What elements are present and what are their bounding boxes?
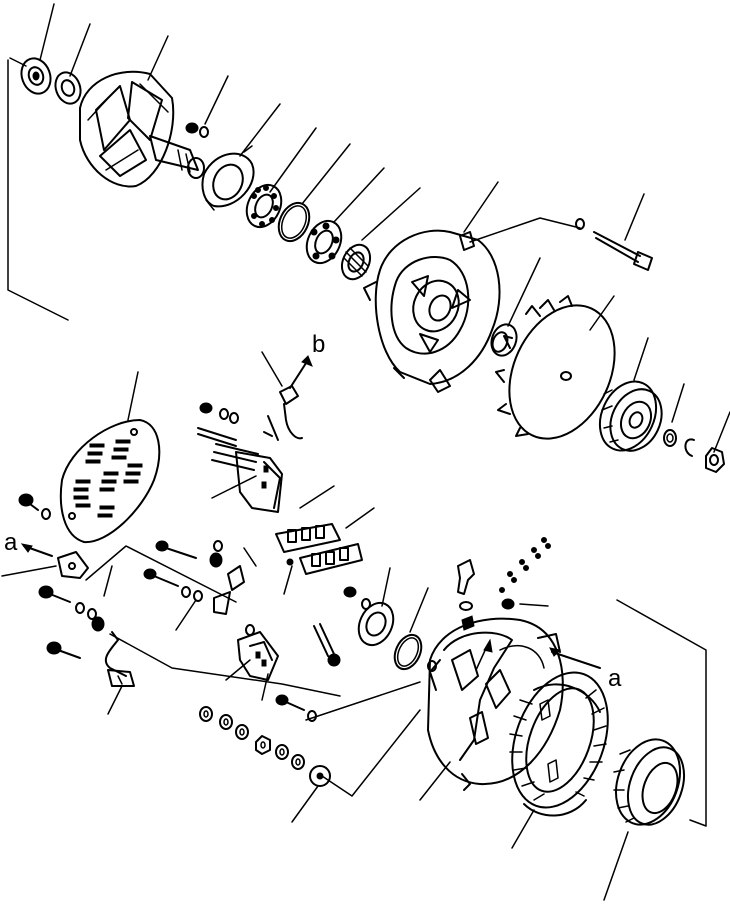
- spacer-bearing-part: [340, 243, 372, 281]
- terminal-screws-part: [197, 402, 239, 447]
- rectifier-block-part: [275, 523, 341, 566]
- bearing-cover-part: [343, 586, 395, 647]
- bracket-lines: [7, 57, 707, 827]
- o-ring-part: [277, 201, 311, 243]
- pulley-part: [598, 380, 663, 452]
- bearing-retainer-part: [201, 145, 255, 211]
- washer-part: [54, 71, 82, 105]
- housing-screw-part: [275, 694, 317, 722]
- ball-bearing-part: [305, 219, 343, 265]
- regulator-part: [237, 624, 279, 681]
- rotor-assembly-part: [79, 70, 205, 188]
- bearing-seal-part: [20, 57, 52, 95]
- rear-small-parts: [457, 537, 551, 631]
- front-housing-part: [363, 229, 501, 393]
- washer-small-part: [663, 429, 677, 447]
- nuts-washers-set-part: [199, 706, 305, 770]
- rear-housing-part: [427, 617, 601, 791]
- through-bolt-part: [575, 218, 653, 271]
- terminal-b-part: [263, 355, 313, 441]
- middle-screws-part: [143, 540, 245, 615]
- cover-screws-part: [18, 493, 51, 520]
- diode-plate-part: [299, 543, 363, 575]
- bearing-cover-bolt-part: [313, 623, 341, 667]
- stator-part: [509, 671, 609, 817]
- capacitor-part: [38, 585, 135, 687]
- spacer-collar-part: [490, 323, 518, 357]
- callout-a-right: a: [608, 665, 622, 692]
- bushing-part: [309, 765, 331, 787]
- brush-holder-part: [211, 443, 283, 513]
- snap-ring-part: [684, 438, 695, 457]
- cooling-fan-part: [495, 295, 616, 440]
- leader-lines: [1, 3, 730, 901]
- o-ring-rear-part: [393, 633, 423, 671]
- callout-a-left: a: [4, 529, 18, 556]
- rear-pulley-part: [613, 738, 686, 826]
- screw-washer-part: [185, 122, 209, 138]
- ball-bearing-front-part: [245, 183, 283, 229]
- cover-plate-part: [59, 419, 161, 544]
- bracket-a-part: [20, 543, 89, 579]
- callout-b: b: [312, 331, 325, 358]
- nut-part: [705, 447, 725, 473]
